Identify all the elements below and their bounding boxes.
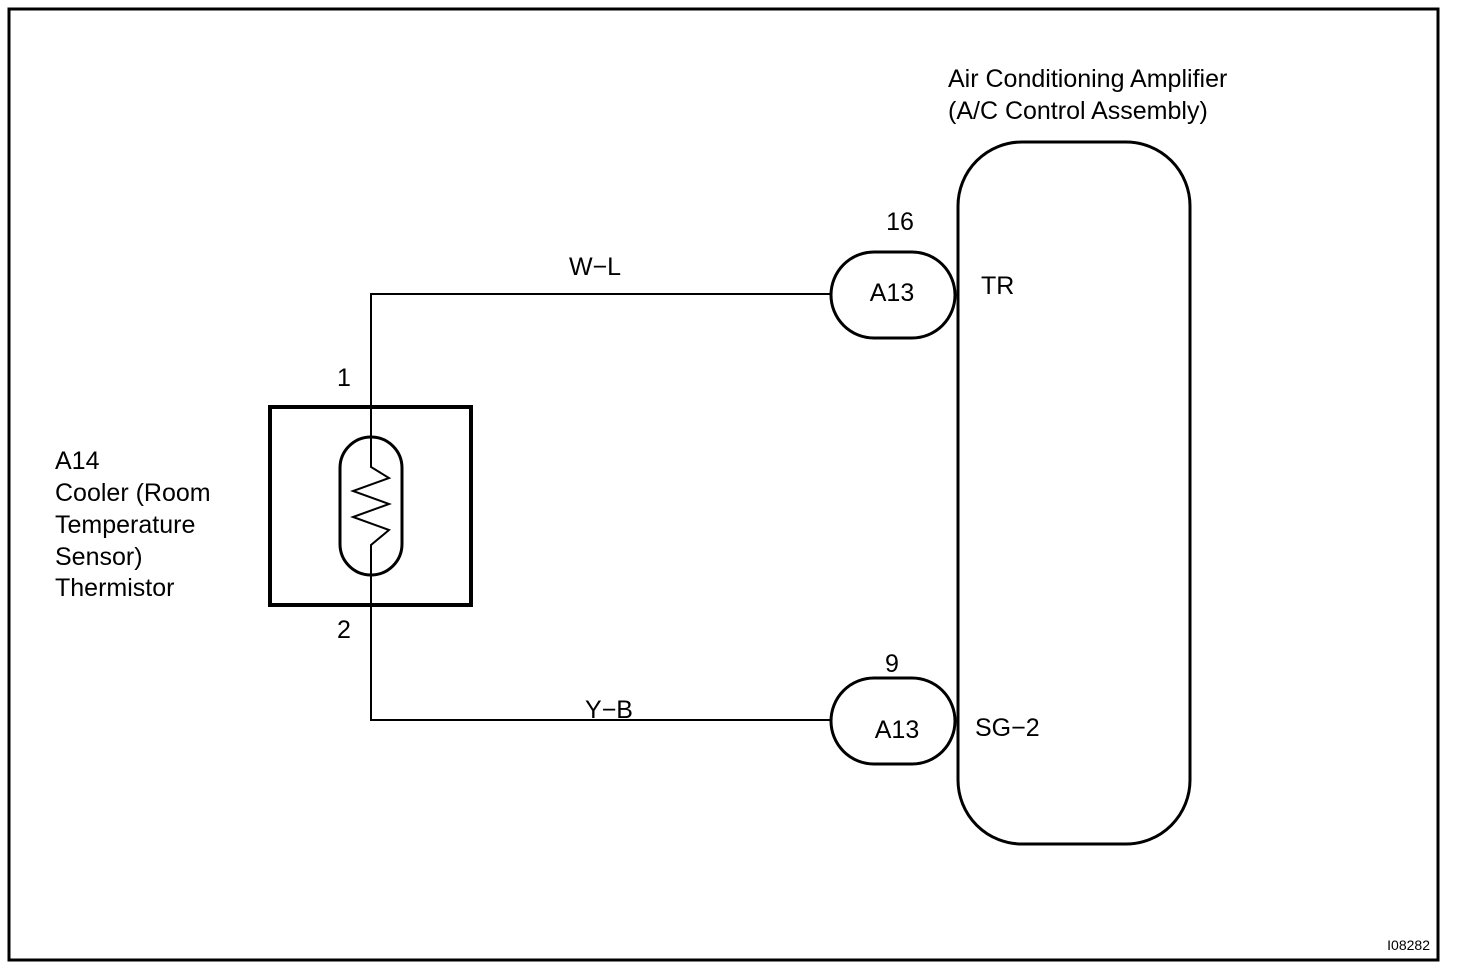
sensor-label-line3: Temperature — [55, 511, 195, 539]
sensor-label-line4: Sensor) — [55, 543, 143, 571]
sensor-label-line5: Thermistor — [55, 574, 174, 602]
wire-upper-label: W−L — [569, 253, 621, 281]
sensor-pin-2: 2 — [337, 616, 351, 644]
sensor-label-line2: Cooler (Room — [55, 479, 211, 507]
figure-code: I08282 — [1387, 937, 1430, 953]
connector-pin-16: 16 — [886, 208, 914, 236]
wire-lower — [370, 545, 831, 721]
wire-lower-label: Y−B — [585, 696, 633, 724]
terminal-sg2-label: SG−2 — [975, 714, 1040, 742]
connector-pin-9: 9 — [885, 650, 899, 678]
sensor-pin-1: 1 — [337, 364, 351, 392]
resistor-symbol — [350, 437, 392, 575]
amplifier-title-line1: Air Conditioning Amplifier — [948, 65, 1227, 93]
connector-a13-lower-label: A13 — [875, 716, 919, 744]
connector-a13-upper-label: A13 — [870, 279, 914, 307]
wire-upper — [370, 293, 831, 467]
diagram-frame — [7, 7, 1440, 962]
terminal-tr-label: TR — [981, 272, 1014, 300]
amplifier-title-line2: (A/C Control Assembly) — [948, 97, 1208, 125]
amplifier-body — [956, 140, 1192, 846]
sensor-label-line1: A14 — [55, 447, 100, 475]
sensor-box — [268, 405, 473, 607]
